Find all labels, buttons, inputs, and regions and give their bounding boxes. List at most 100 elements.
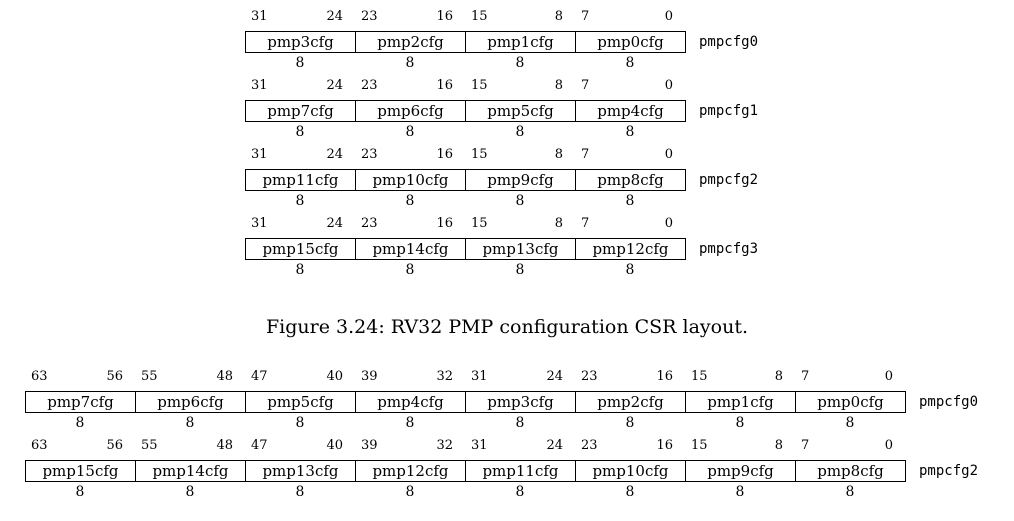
field-pmp12cfg: pmp12cfg — [575, 238, 686, 260]
field-width-label: 8 — [405, 124, 415, 140]
high-bit-label: 7 — [801, 369, 810, 384]
field-pmp3cfg: pmp3cfg — [245, 31, 356, 53]
field-width-label: 8 — [735, 484, 745, 500]
csr-name-label: pmpcfg0 — [919, 394, 979, 410]
low-bit-label: 8 — [554, 216, 563, 231]
high-bit-label: 31 — [471, 369, 488, 384]
field-width-label: 8 — [405, 55, 415, 71]
field-pmp4cfg: pmp4cfg — [355, 391, 466, 413]
register-pmpcfg3: 31 24 pmp15cfg 8 23 16 pmp14cfg 8 15 8 pmp13cfg 8 7 0… — [0, 216, 1014, 290]
low-bit-label: 0 — [664, 147, 673, 162]
field-width-label: 8 — [515, 124, 525, 140]
field-width-label: 8 — [625, 262, 635, 278]
high-bit-label: 63 — [31, 369, 48, 384]
field-pmp8cfg: pmp8cfg — [575, 169, 686, 191]
high-bit-label: 47 — [251, 438, 268, 453]
field-width-label: 8 — [515, 262, 525, 278]
field-width-label: 8 — [295, 262, 305, 278]
field-width-label: 8 — [625, 124, 635, 140]
field-width-label: 8 — [845, 484, 855, 500]
low-bit-label: 56 — [106, 369, 123, 384]
low-bit-label: 24 — [546, 369, 563, 384]
field-width-label: 8 — [295, 484, 305, 500]
high-bit-label: 23 — [361, 9, 378, 24]
low-bit-label: 24 — [326, 78, 343, 93]
high-bit-label: 31 — [251, 216, 268, 231]
field-width-label: 8 — [405, 415, 415, 431]
low-bit-label: 56 — [106, 438, 123, 453]
low-bit-label: 32 — [436, 369, 453, 384]
low-bit-label: 8 — [554, 147, 563, 162]
field-pmp7cfg: pmp7cfg — [245, 100, 356, 122]
field-pmp15cfg: pmp15cfg — [245, 238, 356, 260]
field-pmp10cfg: pmp10cfg — [575, 460, 686, 482]
field-width-label: 8 — [625, 415, 635, 431]
low-bit-label: 24 — [326, 9, 343, 24]
low-bit-label: 16 — [436, 9, 453, 24]
field-pmp14cfg: pmp14cfg — [355, 238, 466, 260]
high-bit-label: 15 — [691, 438, 708, 453]
field-pmp0cfg: pmp0cfg — [575, 31, 686, 53]
field-width-label: 8 — [625, 193, 635, 209]
high-bit-label: 39 — [361, 369, 378, 384]
low-bit-label: 0 — [664, 78, 673, 93]
field-width-label: 8 — [295, 124, 305, 140]
low-bit-label: 16 — [656, 369, 673, 384]
field-width-label: 8 — [515, 484, 525, 500]
field-width-label: 8 — [515, 415, 525, 431]
field-width-label: 8 — [75, 484, 85, 500]
field-pmp9cfg: pmp9cfg — [465, 169, 576, 191]
field-width-label: 8 — [295, 415, 305, 431]
high-bit-label: 15 — [471, 216, 488, 231]
field-width-label: 8 — [515, 55, 525, 71]
field-pmp13cfg: pmp13cfg — [465, 238, 576, 260]
field-pmp6cfg: pmp6cfg — [135, 391, 246, 413]
high-bit-label: 7 — [581, 216, 590, 231]
csr-name-label: pmpcfg3 — [699, 241, 759, 257]
high-bit-label: 23 — [361, 216, 378, 231]
high-bit-label: 23 — [581, 438, 598, 453]
field-pmp9cfg: pmp9cfg — [685, 460, 796, 482]
field-pmp8cfg: pmp8cfg — [795, 460, 906, 482]
field-pmp14cfg: pmp14cfg — [135, 460, 246, 482]
field-width-label: 8 — [625, 484, 635, 500]
high-bit-label: 55 — [141, 369, 158, 384]
field-pmp7cfg: pmp7cfg — [25, 391, 136, 413]
field-pmp11cfg: pmp11cfg — [245, 169, 356, 191]
high-bit-label: 23 — [361, 147, 378, 162]
low-bit-label: 24 — [326, 147, 343, 162]
high-bit-label: 63 — [31, 438, 48, 453]
high-bit-label: 23 — [361, 78, 378, 93]
low-bit-label: 16 — [436, 147, 453, 162]
low-bit-label: 0 — [884, 369, 893, 384]
low-bit-label: 24 — [326, 216, 343, 231]
low-bit-label: 8 — [774, 369, 783, 384]
low-bit-label: 16 — [436, 216, 453, 231]
csr-name-label: pmpcfg2 — [699, 172, 759, 188]
high-bit-label: 15 — [691, 369, 708, 384]
field-width-label: 8 — [295, 193, 305, 209]
high-bit-label: 15 — [471, 78, 488, 93]
csr-name-label: pmpcfg2 — [919, 463, 979, 479]
field-pmp5cfg: pmp5cfg — [245, 391, 356, 413]
low-bit-label: 0 — [664, 216, 673, 231]
low-bit-label: 8 — [554, 78, 563, 93]
high-bit-label: 23 — [581, 369, 598, 384]
field-width-label: 8 — [515, 193, 525, 209]
low-bit-label: 48 — [216, 369, 233, 384]
low-bit-label: 32 — [436, 438, 453, 453]
high-bit-label: 31 — [471, 438, 488, 453]
field-width-label: 8 — [405, 193, 415, 209]
field-pmp5cfg: pmp5cfg — [465, 100, 576, 122]
high-bit-label: 7 — [581, 9, 590, 24]
high-bit-label: 39 — [361, 438, 378, 453]
low-bit-label: 40 — [326, 438, 343, 453]
field-width-label: 8 — [75, 415, 85, 431]
low-bit-label: 16 — [436, 78, 453, 93]
high-bit-label: 15 — [471, 147, 488, 162]
high-bit-label: 55 — [141, 438, 158, 453]
high-bit-label: 7 — [581, 78, 590, 93]
